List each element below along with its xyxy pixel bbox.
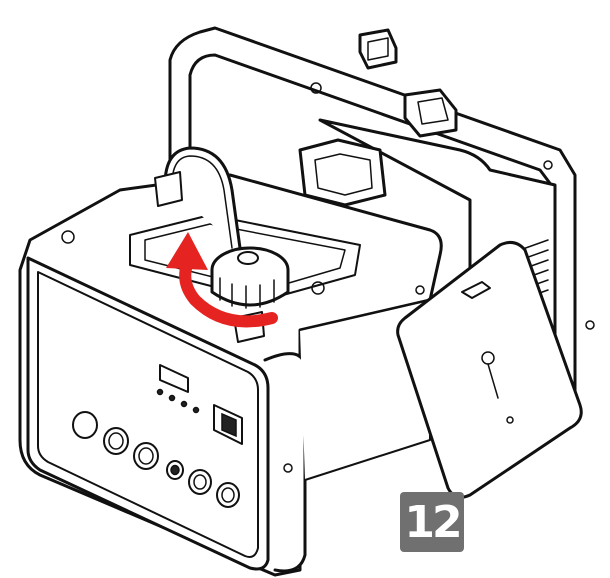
menu-buttons[interactable] [156,388,200,414]
rotation-arrow-icon [166,232,278,328]
power-in-socket[interactable] [188,469,212,495]
power-out-socket[interactable] [216,482,240,508]
removed-cover-plate[interactable] [396,240,583,499]
remote-connector[interactable] [166,460,184,480]
fluid-hose [163,146,242,250]
bracket-knob-side[interactable] [403,88,458,138]
tank-cap[interactable] [210,246,290,309]
fuse-holder[interactable] [72,411,98,439]
control-panel [26,256,270,571]
carry-handle[interactable] [298,138,387,207]
power-switch[interactable] [213,404,243,445]
bracket-knob-top[interactable] [358,28,398,70]
display-screen [159,364,189,393]
step-number-badge: 12 [400,492,464,552]
xlr-input-socket[interactable] [103,427,129,455]
hose-connector [154,171,183,207]
xlr-output-socket[interactable] [133,442,159,470]
